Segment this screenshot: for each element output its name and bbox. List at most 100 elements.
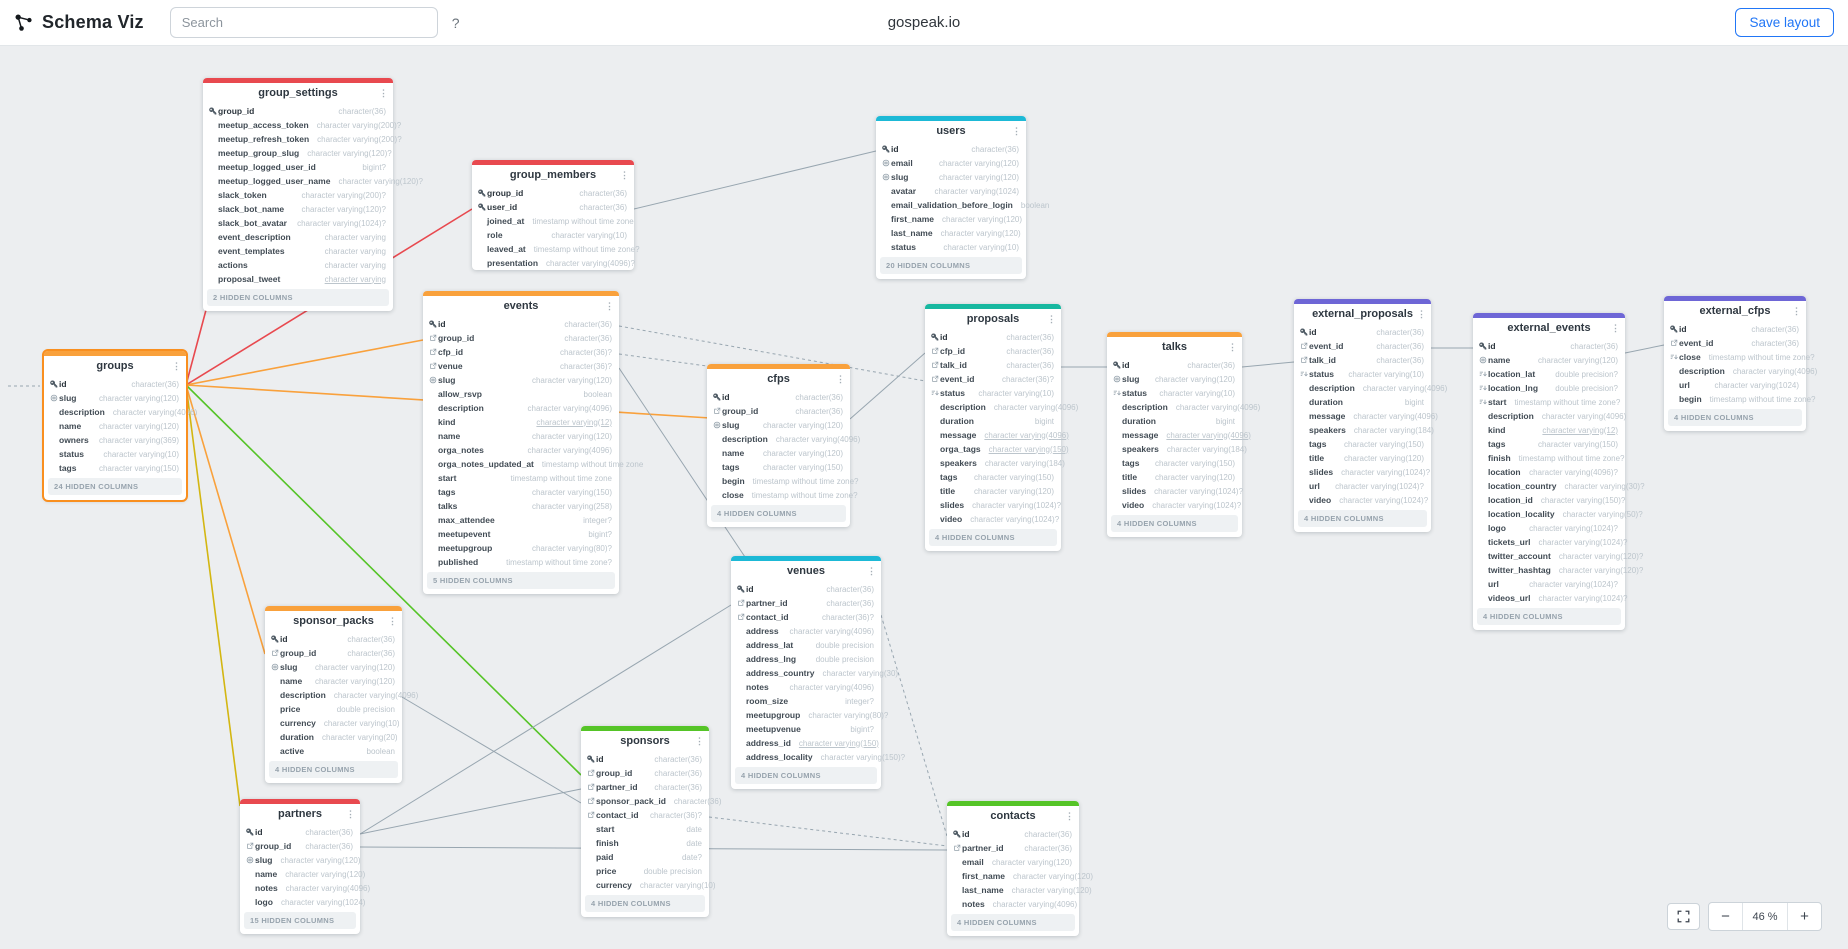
hidden-columns-button[interactable]: 24 HIDDEN COLUMNS — [48, 478, 182, 495]
table-title[interactable]: external_cfps⋮ — [1664, 301, 1806, 322]
zoom-out-button[interactable]: − — [1721, 908, 1730, 925]
hidden-columns-button[interactable]: 4 HIDDEN COLUMNS — [585, 895, 705, 912]
table-menu-icon[interactable]: ⋮ — [867, 566, 876, 576]
unique-icon — [48, 394, 59, 402]
save-layout-button[interactable]: Save layout — [1735, 8, 1834, 37]
table-title[interactable]: sponsors⋮ — [581, 731, 709, 752]
hidden-columns-button[interactable]: 4 HIDDEN COLUMNS — [951, 914, 1075, 931]
table-menu-icon[interactable]: ⋮ — [620, 170, 629, 180]
zoom-in-button[interactable]: + — [1800, 908, 1809, 925]
help-icon[interactable]: ? — [451, 14, 460, 31]
hidden-columns-button[interactable]: 15 HIDDEN COLUMNS — [244, 912, 356, 929]
table-title[interactable]: external_events⋮ — [1473, 318, 1625, 339]
table-title[interactable]: group_members⋮ — [472, 165, 634, 186]
column-type: boolean — [1020, 200, 1050, 210]
column-name: logo — [255, 897, 273, 907]
hidden-columns-button[interactable]: 4 HIDDEN COLUMNS — [1111, 515, 1238, 532]
hidden-columns-button[interactable]: 4 HIDDEN COLUMNS — [1298, 510, 1427, 527]
table-title[interactable]: events⋮ — [423, 296, 619, 317]
fullscreen-button[interactable] — [1667, 903, 1700, 930]
table-title[interactable]: contacts⋮ — [947, 806, 1079, 827]
column-type: character varying(10) — [1159, 388, 1235, 398]
table-menu-icon[interactable]: ⋮ — [1012, 126, 1021, 136]
column-type: character varying(1024)? — [1529, 579, 1618, 589]
table-menu-icon[interactable]: ⋮ — [388, 616, 397, 626]
table-menu-icon[interactable]: ⋮ — [695, 736, 704, 746]
fk-icon — [929, 375, 940, 383]
hidden-columns-button[interactable]: 20 HIDDEN COLUMNS — [880, 257, 1022, 274]
column-type: timestamp without time zone? — [751, 490, 858, 500]
table-title[interactable]: groups⋮ — [44, 356, 186, 377]
table-menu-icon[interactable]: ⋮ — [379, 88, 388, 98]
hidden-columns-button[interactable]: 4 HIDDEN COLUMNS — [1477, 608, 1621, 625]
column-type: character(36) — [1376, 327, 1424, 337]
table-menu-icon[interactable]: ⋮ — [1792, 306, 1801, 316]
table-title[interactable]: external_proposals⋮ — [1294, 304, 1431, 325]
table-title[interactable]: sponsor_packs⋮ — [265, 611, 402, 632]
table-menu-icon[interactable]: ⋮ — [1047, 314, 1056, 324]
table-title[interactable]: users⋮ — [876, 121, 1026, 142]
column-name: partner_id — [962, 843, 1004, 853]
table-menu-icon[interactable]: ⋮ — [1417, 309, 1426, 319]
table-menu-icon[interactable]: ⋮ — [1611, 323, 1620, 333]
column-name: event_id — [1679, 338, 1714, 348]
column-type: character varying(12) — [536, 417, 612, 427]
table-accent-bar — [947, 801, 1079, 806]
hidden-columns-button[interactable]: 2 HIDDEN COLUMNS — [207, 289, 389, 306]
table-title[interactable]: partners ⋮ — [240, 804, 360, 825]
column-type: character(36) — [654, 754, 702, 764]
column-name: id — [746, 584, 754, 594]
table-name: partners — [277, 808, 323, 820]
table-title[interactable]: cfps⋮ — [707, 369, 850, 390]
column-type: double precision? — [1555, 369, 1618, 379]
column-type: character(36) — [1006, 360, 1054, 370]
table-title[interactable]: proposals⋮ — [925, 309, 1061, 330]
table-menu-icon[interactable]: ⋮ — [1228, 342, 1237, 352]
column-type: character varying(369) — [98, 435, 179, 445]
table-title[interactable]: venues⋮ — [731, 561, 881, 582]
table-menu-icon[interactable]: ⋮ — [172, 361, 181, 371]
hidden-columns-button[interactable]: 4 HIDDEN COLUMNS — [929, 529, 1057, 546]
column-type: double precision — [815, 640, 874, 650]
column-name: description — [59, 407, 105, 417]
table-title[interactable]: group_settings⋮ — [203, 83, 393, 104]
hidden-columns-button[interactable]: 4 HIDDEN COLUMNS — [269, 761, 398, 778]
search-input[interactable] — [169, 7, 438, 38]
column-name: currency — [596, 880, 632, 890]
table-menu-icon[interactable]: ⋮ — [1065, 811, 1074, 821]
table-title[interactable]: talks⋮ — [1107, 337, 1242, 358]
hidden-columns-button[interactable]: 4 HIDDEN COLUMNS — [1668, 409, 1802, 426]
hidden-columns-button[interactable]: 4 HIDDEN COLUMNS — [711, 505, 846, 522]
hidden-columns-button[interactable]: 5 HIDDEN COLUMNS — [427, 572, 615, 589]
table-menu-icon[interactable]: ⋮ — [346, 809, 355, 819]
column-type: character varying(4096) — [1175, 402, 1261, 412]
table-menu-icon[interactable]: ⋮ — [836, 374, 845, 384]
table-menu-icon[interactable]: ⋮ — [605, 301, 614, 311]
hidden-columns-button[interactable]: 4 HIDDEN COLUMNS — [735, 767, 877, 784]
